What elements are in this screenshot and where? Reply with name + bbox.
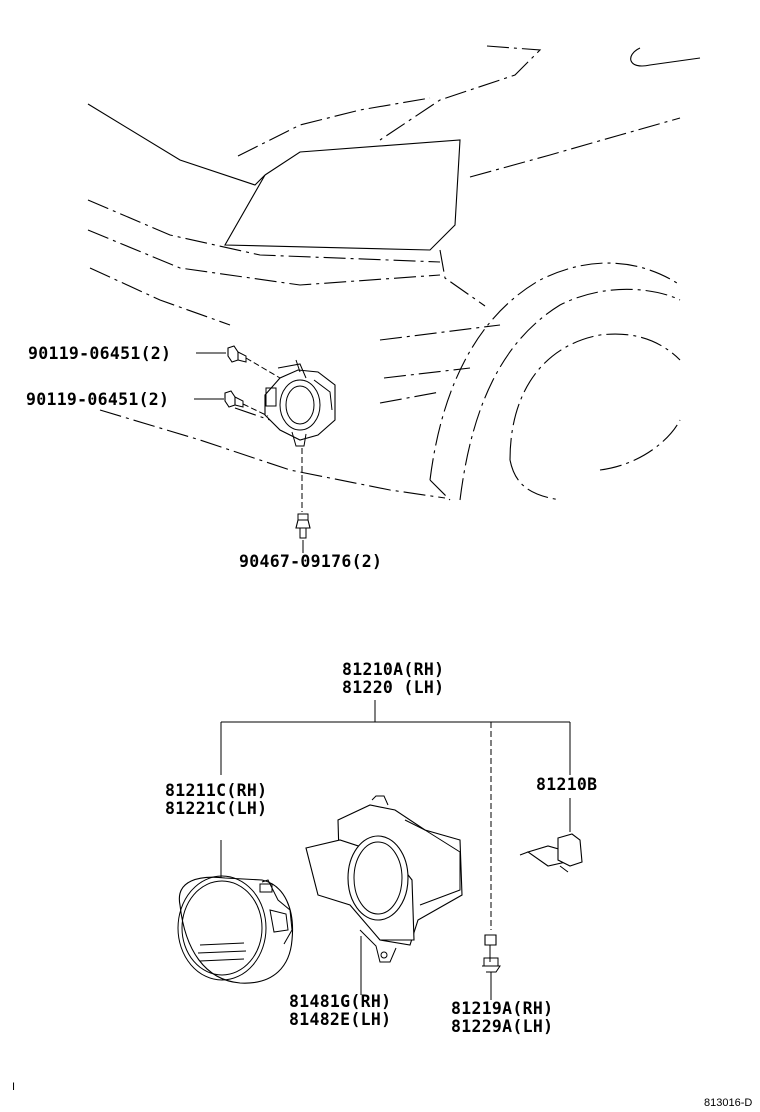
label-bulb: 81210B: [536, 775, 597, 794]
bolt-upper-icon: [227, 345, 247, 363]
footer-left-mark: I: [12, 1081, 15, 1093]
label-socket-rh: 81219A(RH): [451, 999, 553, 1018]
label-lens-lh: 81221C(LH): [165, 799, 267, 818]
fog-lamp-lens-unit: [177, 875, 294, 984]
bulb-socket-icon: [482, 934, 501, 973]
label-assembly-rh: 81210A(RH): [342, 660, 444, 679]
label-bolt-upper: 90119-06451(2): [28, 344, 171, 363]
bulb-icon: [519, 833, 583, 873]
label-bolt-lower: 90119-06451(2): [26, 390, 169, 409]
label-assembly-lh: 81220 (LH): [342, 678, 444, 697]
label-screw-bottom: 90467-09176(2): [239, 552, 382, 571]
label-bracket-rh: 81481G(RH): [289, 992, 391, 1011]
screw-bottom-icon: [295, 513, 311, 539]
label-socket-lh: 81229A(LH): [451, 1017, 553, 1036]
label-lens-rh: 81211C(RH): [165, 781, 267, 800]
bolt-lower-icon: [224, 390, 244, 408]
fog-lamp-bracket: [305, 795, 463, 963]
label-bracket-lh: 81482E(LH): [289, 1010, 391, 1029]
diagram-code: 813016-D: [704, 1097, 752, 1109]
assembly-tree-lines: [220, 700, 571, 930]
vehicle-front-corner: [87, 45, 701, 501]
fog-lamp-installed: [264, 359, 336, 447]
